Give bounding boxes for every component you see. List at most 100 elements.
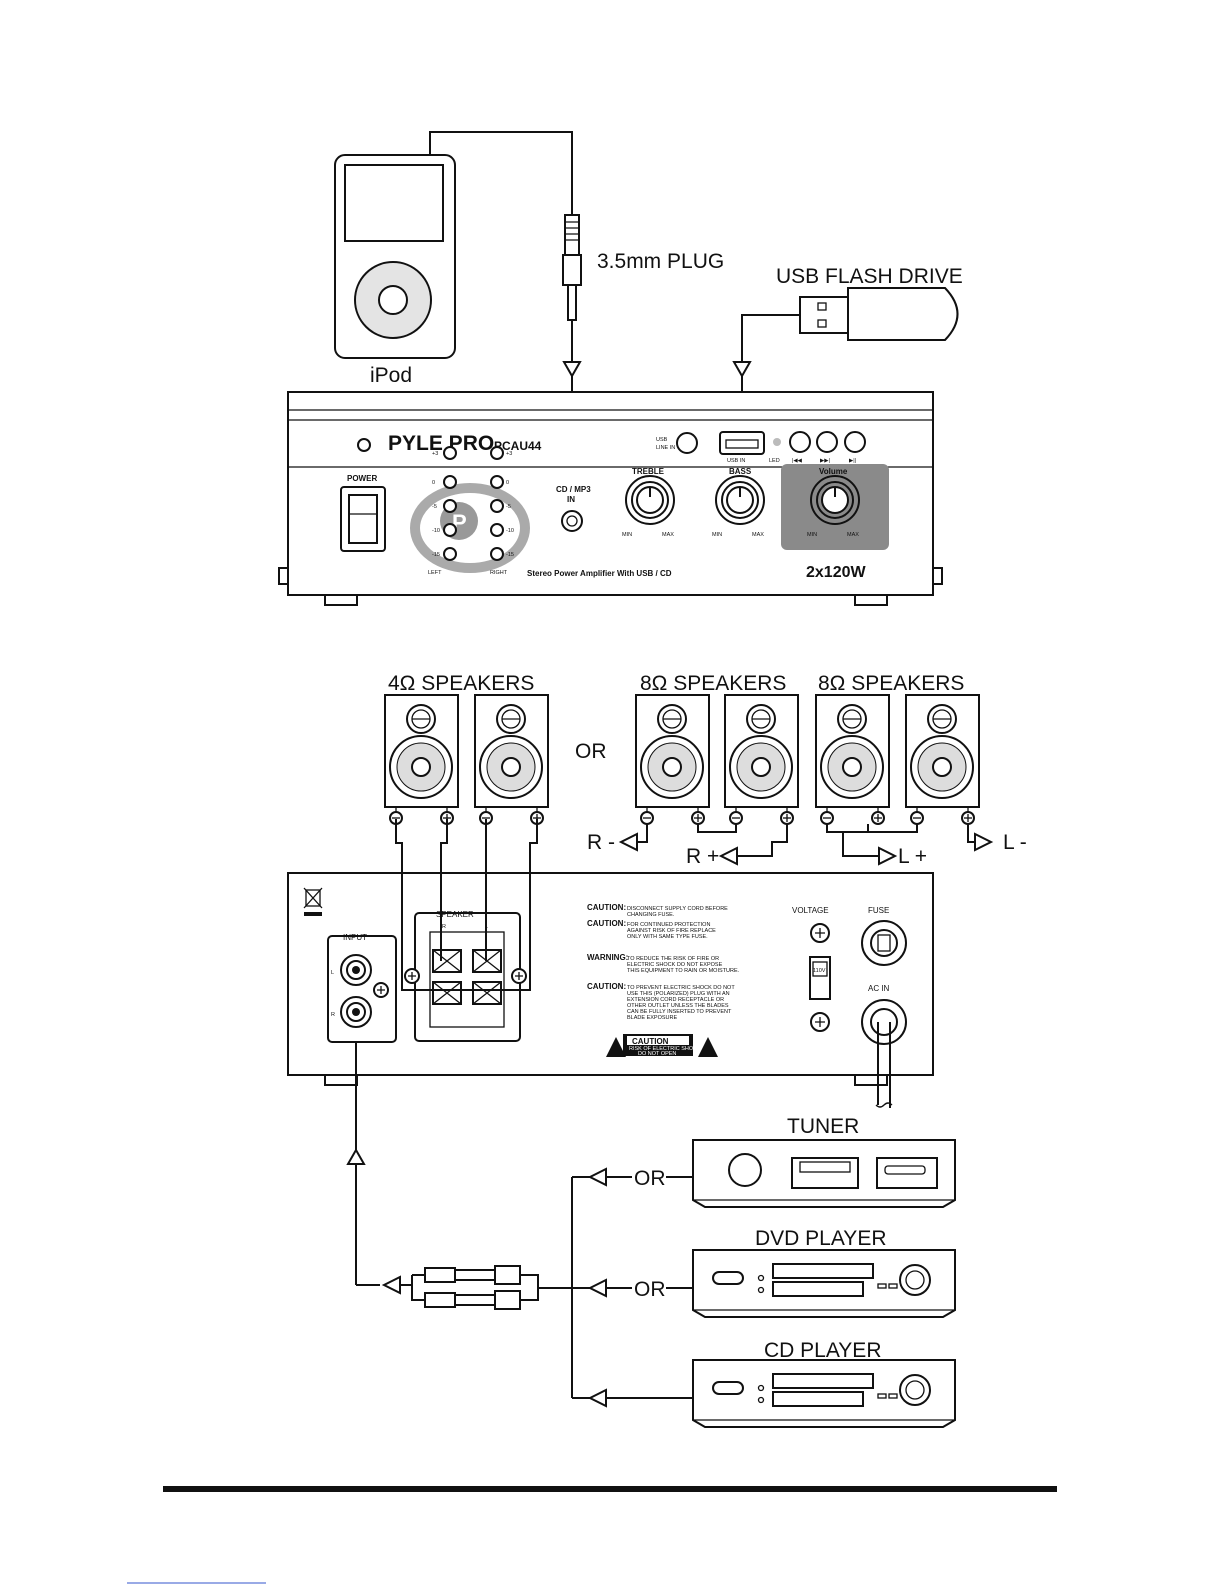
volume-label: Volume (819, 467, 848, 476)
meter-led-left (443, 547, 457, 561)
meter-level-label: -10 (506, 528, 514, 534)
bass-label: BASS (729, 467, 752, 476)
meter-level-label: 0 (506, 480, 509, 486)
meter-right-label: RIGHT (490, 570, 508, 576)
tuner (692, 1139, 956, 1208)
l-minus-label: L - (1003, 831, 1027, 854)
speakers-8ohm-label-right: 8Ω SPEAKERS (640, 672, 786, 695)
notice-heading: CAUTION: (587, 903, 626, 912)
line-in-mode-label: LINE IN (656, 445, 675, 451)
speaker (724, 694, 799, 825)
next-track-icon: ▶▶| (820, 458, 830, 464)
play-pause-button[interactable] (844, 431, 866, 453)
meter-level-label: -10 (432, 528, 440, 534)
power-rating: 2x120W (806, 564, 866, 581)
dvd-label: DVD PLAYER (755, 1227, 887, 1250)
notice-line: CAN BE FULLY INSERTED TO PREVENT (627, 1009, 732, 1015)
notice-line: ELECTRIC SHOCK DO NOT EXPOSE (627, 962, 723, 968)
speaker-r-label: R (442, 924, 446, 930)
speaker (635, 694, 710, 825)
meter-level-label: -15 (432, 552, 440, 558)
ipod: iPod (334, 154, 456, 387)
ac-power-cord (861, 999, 907, 1108)
notice-line: OTHER OUTLET UNLESS THE BLADES (627, 1003, 729, 1009)
speaker (905, 694, 980, 825)
meter-led-left (443, 523, 457, 537)
notice-line: EXTENSION CORD RECEPTACLE OR (627, 997, 724, 1003)
max-label: MAX (662, 532, 674, 538)
meter-level-label: -5 (506, 504, 511, 510)
mode-button[interactable] (676, 432, 698, 454)
usb-port[interactable] (719, 431, 765, 455)
cd-player (692, 1359, 956, 1428)
speakers-8ohm-label-left: 8Ω SPEAKERS (818, 672, 964, 695)
ipod-label: iPod (370, 364, 412, 387)
min-label: MIN (712, 532, 722, 538)
rca-cable-plugs (424, 1265, 590, 1310)
cd-mp3-jack[interactable] (561, 510, 583, 532)
meter-led-right (490, 446, 504, 460)
meter-level-label: 0 (432, 480, 435, 486)
speaker (815, 694, 890, 825)
usb-in-label: USB IN (727, 458, 745, 464)
recycle-bin-icon (303, 887, 323, 916)
min-label: MIN (622, 532, 632, 538)
notice-line: THIS EQUIPMENT TO RAIN OR MOISTURE. (627, 968, 740, 974)
min-label: MIN (807, 532, 817, 538)
notice-line: CHANGING FUSE. (627, 912, 675, 918)
usb-drive-label: USB FLASH DRIVE (776, 265, 963, 288)
caution-sub-1: RISK OF ELECTRIC SHOCK (629, 1046, 701, 1052)
meter-led-right (490, 523, 504, 537)
speaker (474, 694, 549, 825)
meter-level-label: +3 (432, 451, 438, 457)
meter-led-right (490, 499, 504, 513)
play-pause-icon: ▶|| (849, 458, 856, 464)
max-label: MAX (752, 532, 764, 538)
tuner-or-label: OR (634, 1167, 666, 1190)
power-label: POWER (347, 474, 377, 483)
speaker-terminal-label: SPEAKER (436, 910, 474, 919)
caution-label: CAUTION (632, 1037, 669, 1046)
notice-line: BLADE EXPOSURE (627, 1015, 677, 1021)
meter-left-label: LEFT (428, 570, 442, 576)
meter-led-left (443, 499, 457, 513)
meter-led-left (443, 446, 457, 460)
notice-line: AGAINST RISK OF FIRE REPLACE (627, 928, 716, 934)
next-track-button[interactable] (816, 431, 838, 453)
notice-heading: CAUTION: (587, 919, 626, 928)
led-label: LED (769, 458, 780, 464)
input-l-label: L (331, 970, 334, 976)
speakers-4ohm-label: 4Ω SPEAKERS (388, 672, 534, 695)
caution-sub-2: DO NOT OPEN (638, 1051, 676, 1057)
input-r-label: R (331, 1012, 335, 1018)
rca-input-right[interactable] (340, 996, 372, 1028)
dvd-player (692, 1249, 956, 1318)
speakers-or-label: OR (575, 740, 607, 763)
model-number: PCAU44 (494, 439, 542, 453)
tuner-label: TUNER (787, 1115, 859, 1138)
notice-line: USE THIS (POLARIZED) PLUG WITH AN (627, 991, 730, 997)
prev-track-button[interactable] (789, 431, 811, 453)
safety-notices: CAUTION:DISCONNECT SUPPLY CORD BEFORECHA… (587, 903, 740, 1021)
voltage-selector[interactable] (809, 956, 831, 1000)
input-label: INPUT (343, 933, 367, 942)
cd-mp3-label: CD / MP3 (556, 485, 591, 494)
r-minus-label: R - (587, 831, 615, 854)
meter-level-label: -15 (506, 552, 514, 558)
rca-input-left[interactable] (340, 954, 372, 986)
notice-heading: WARNING: (587, 953, 628, 962)
plug-label: 3.5mm PLUG (597, 250, 724, 273)
notice-line: TO REDUCE THE RISK OF FIRE OR (627, 956, 719, 962)
notice-line: TO PREVENT ELECTRIC SHOCK DO NOT (627, 985, 735, 991)
speaker-terminals[interactable] (429, 931, 505, 1028)
meter-led-right (490, 547, 504, 561)
fuse-label: FUSE (868, 906, 889, 915)
rear-panel: INPUT L R SPEAKER R L CAUTION:DISCONNECT… (287, 819, 934, 1108)
fuse-holder[interactable] (861, 920, 907, 966)
notice-line: DISCONNECT SUPPLY CORD BEFORE (627, 906, 728, 912)
power-switch[interactable] (340, 486, 386, 552)
meter-led-right (490, 475, 504, 489)
cd-label: CD PLAYER (764, 1339, 881, 1362)
